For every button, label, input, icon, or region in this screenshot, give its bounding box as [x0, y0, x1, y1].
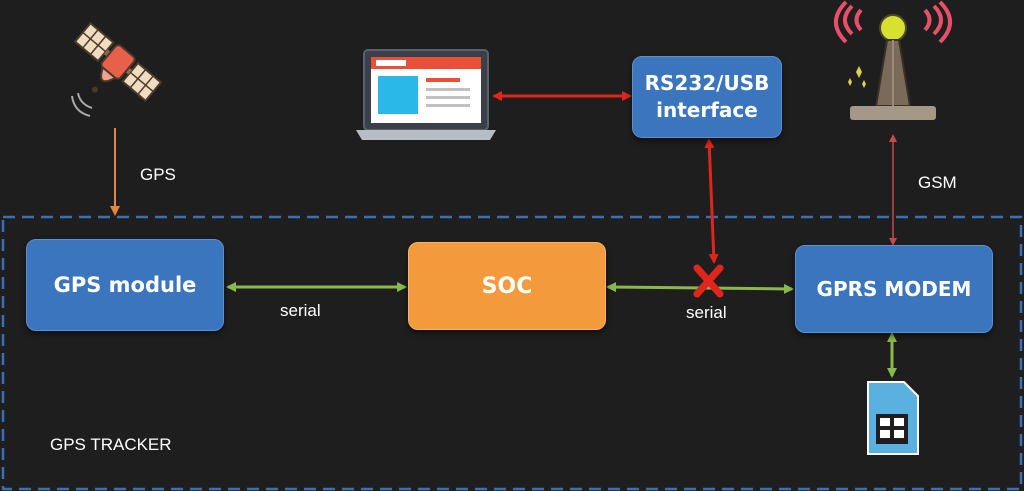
satellite-icon — [73, 21, 163, 103]
soc-label: SOC — [481, 273, 533, 299]
serial-label-left: serial — [280, 301, 321, 320]
rs232-label: RS232/USB — [644, 71, 770, 95]
gprs-modem-box: GPRS MODEM — [795, 245, 993, 333]
rs232-serial-arrow — [704, 138, 719, 264]
gsm-signal-label: GSM — [918, 173, 957, 192]
rs232-usb-interface-box: RS232/USB interface — [632, 56, 782, 138]
gps-tracker-label: GPS TRACKER — [50, 435, 172, 454]
gprs-modem-label: GPRS MODEM — [816, 277, 972, 301]
interface-label: interface — [656, 98, 758, 122]
serial-label-right: serial — [686, 303, 727, 322]
gps-signal-label: GPS — [140, 165, 176, 184]
laptop-icon — [356, 49, 496, 140]
broken-link-x-icon — [693, 264, 724, 298]
sim-card-icon — [867, 381, 919, 455]
gps-module-label: GPS module — [53, 273, 197, 297]
gps-tracker-boundary — [1, 215, 1023, 491]
soc-box: SOC — [408, 242, 606, 330]
cell-tower-icon — [834, 0, 952, 120]
gps-module-box: GPS module — [26, 239, 224, 331]
